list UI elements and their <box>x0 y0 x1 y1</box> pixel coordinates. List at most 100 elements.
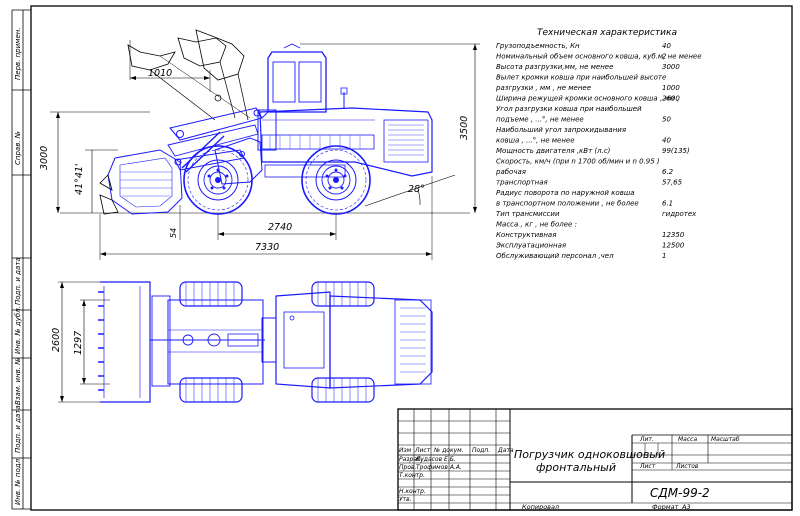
tb-row-nkontr: Н.контр. <box>399 488 426 495</box>
top-bucket <box>98 281 171 403</box>
cabin <box>261 43 348 119</box>
top-front-tires <box>179 281 243 403</box>
dim-track: 2600 <box>51 328 62 352</box>
tb-format-value: А3 <box>681 503 691 511</box>
tb-format: Формат <box>652 503 679 511</box>
front-wheel <box>183 145 253 215</box>
top-dimension-lines <box>58 281 110 403</box>
top-front-chassis <box>150 299 265 385</box>
spec-label: Тип трансмиссии <box>496 210 560 218</box>
departure-angle-line <box>364 174 456 207</box>
spec-value: 6.1 <box>662 200 673 208</box>
tb-razrab-name: Кудасов Е.Б. <box>416 456 456 463</box>
tb-row-razrab: Разраб. <box>399 456 423 463</box>
side-label-podp-data-1: Подп. и дата <box>14 257 22 305</box>
dim-overall-length: 7330 <box>255 242 279 253</box>
spec-title: Техническая характеристика <box>537 28 677 38</box>
spec-value: 57,65 <box>662 179 683 187</box>
side-label-sprav: Справ. № <box>14 131 22 165</box>
spec-label: транспортная <box>496 179 548 187</box>
lowered-bucket <box>99 149 183 215</box>
spec-value: 2 <box>662 53 667 61</box>
tb-hdr-date: Дата <box>497 447 514 454</box>
tb-prov-name: Трофимов А.А. <box>416 464 462 471</box>
dim-bucket-angle: 41°41' <box>74 163 85 195</box>
spec-value: гидротех <box>662 210 697 218</box>
tb-lit: Лит. <box>639 436 654 443</box>
sheet-border <box>30 5 793 511</box>
spec-label: Угол разгрузки ковша при наибольшей <box>496 105 642 113</box>
tb-row-utv: Утв. <box>399 496 412 503</box>
tb-listov: Листов <box>675 463 699 470</box>
spec-value: 99(135) <box>662 147 690 155</box>
spec-value: 50 <box>662 116 671 124</box>
top-rear-tires <box>311 281 375 403</box>
rear-body <box>259 107 433 178</box>
raised-bucket-outlines <box>127 29 251 121</box>
spec-label: Обслуживающий персонал ,чел <box>496 252 614 260</box>
tb-product-name-1: Погрузчик одноковшовый <box>514 448 665 461</box>
spec-table: Техническая характеристика Грузоподъемно… <box>495 28 702 260</box>
spec-value: 12350 <box>662 231 685 239</box>
spec-label: Масса , кг , не более : <box>496 221 577 229</box>
spec-label: Грузоподъемность, Кн <box>496 42 580 50</box>
spec-value: 1000 <box>662 84 680 92</box>
side-view: 1010 3000 41°41' 3500 2740 7330 54 28° <box>39 29 480 260</box>
spec-label: рабочая <box>495 168 526 176</box>
tb-hdr-doc: № докум. <box>433 447 464 454</box>
spec-value: 1 <box>662 252 666 260</box>
spec-value: 40 <box>662 42 671 50</box>
tb-list: Лист <box>639 463 656 470</box>
tb-row-prov: Пров. <box>399 464 417 471</box>
dim-reach: 1010 <box>148 68 172 79</box>
top-view: 2600 1297 <box>51 281 433 403</box>
title-block: Изм Лист № докум. Подп. Дата Разраб. Куд… <box>397 408 793 511</box>
tb-product-name-2: фронтальный <box>536 461 616 474</box>
spec-value: 40 <box>662 137 671 145</box>
tb-massa: Масса <box>678 436 697 443</box>
dim-departure-angle: 28° <box>408 184 425 195</box>
dim-lift-height: 3000 <box>39 146 50 170</box>
spec-value: 3000 <box>662 63 680 71</box>
side-dimension-lines <box>50 40 480 260</box>
left-binding-strip: Перв. примен. Справ. № Подп. и дата Инв.… <box>11 9 31 510</box>
side-label-inv-podl: Инв. № подл. <box>14 457 22 505</box>
dim-clearance: 54 <box>169 228 178 238</box>
side-label-vzam-inv: Взам. инв. № <box>14 357 22 405</box>
side-label-podp-data-2: Подп. и дата <box>14 405 22 453</box>
departure-angle-arc <box>417 189 421 206</box>
spec-label: Радиус поворота по наружной ковша <box>496 189 635 197</box>
spec-label: подъеме , ...°, не менее <box>496 116 584 124</box>
tb-hdr-list: Лист <box>414 447 431 454</box>
rear-wheel <box>301 145 371 215</box>
side-label-inv-dubl: Инв. № дубл. <box>14 306 22 354</box>
spec-label: Скорость, км/ч (при n 1700 об/мин и n 0.… <box>496 158 660 166</box>
spec-label: Вылет кромки ковша при наибольшей высоте <box>496 74 666 82</box>
spec-value: 12500 <box>662 242 685 250</box>
spec-value: 6.2 <box>662 168 674 176</box>
side-label-perv-primen: Перв. примен. <box>14 27 22 80</box>
tb-masshtab: Масштаб <box>711 436 740 443</box>
spec-label: ковша , ...°, не менее <box>496 137 575 145</box>
tb-code: СДМ-99-2 <box>650 486 710 500</box>
spec-label: Номинальный объем основного ковша, куб.м… <box>496 53 702 61</box>
tb-hdr-izm: Изм <box>399 447 412 454</box>
spec-label: Конструктивная <box>496 231 556 239</box>
spec-label: в транспортном положении , не более <box>496 200 639 208</box>
spec-value: 2600 <box>662 95 680 103</box>
dim-wheelbase: 2740 <box>268 222 292 233</box>
dim-height: 3500 <box>459 116 470 140</box>
dim-width: 1297 <box>73 331 84 355</box>
spec-label: Наибольший угол запрокидывания <box>496 126 626 134</box>
spec-label: Эксплуатационная <box>495 242 566 250</box>
spec-label: Ширина режущей кромки основного ковша , … <box>496 95 679 103</box>
tb-kopiroval: Копировал <box>522 503 559 511</box>
spec-label: Мощность двигателя ,кВт (л.с) <box>496 147 611 155</box>
spec-label: Высота разгрузки,мм, не менее <box>496 63 613 71</box>
front-frame <box>214 109 277 185</box>
spec-label: разгрузки , мм , не менее <box>495 84 591 92</box>
tb-row-tkontr: Т.контр. <box>399 472 425 479</box>
tb-hdr-sign: Подп. <box>472 447 490 454</box>
